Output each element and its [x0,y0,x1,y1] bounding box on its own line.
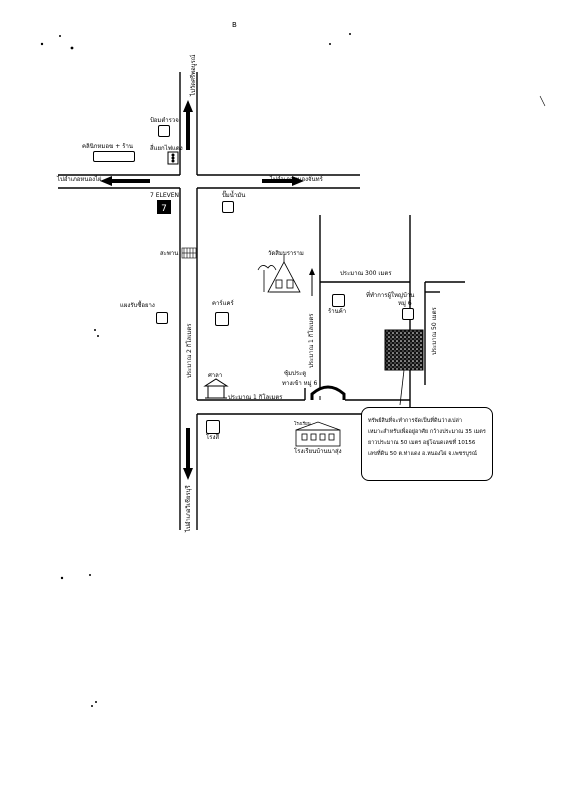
callout-line-1: ทรัพย์สินที่จะทำการจัดเป็นที่ดินว่างเปล่… [368,418,463,424]
traffic-light-icon [167,151,179,165]
clinic-box [93,151,135,162]
well-box [206,420,220,434]
gate-arch [310,385,346,400]
svg-text:7: 7 [161,204,167,214]
coop-box [215,312,229,326]
road-label-south: ไปอำเภอวิเชียรบุรี [185,485,192,532]
clinic-label: คลินิกหมอฆ + ร้าน [82,143,133,150]
shop-label: ร้านค้า [328,308,347,315]
well-label: โรงสี [206,434,220,441]
village-office-box [402,308,414,320]
road-label-north: ไปวัดศรีพอบูรณ์ [190,54,197,96]
bridge-icon [181,247,197,259]
seven-eleven-icon: 7 [157,200,171,214]
road-label-east: ไปอำเภอหนองจันทร์ [270,176,323,183]
bridge-label: สะพาน [160,250,179,257]
callout-line-3: ยาวประมาณ 50 เมตร อยู่โฉนดเลขที่ 10156 [368,440,476,446]
direction-arrows [100,100,426,480]
traffic-light-label: สี่แยกไฟแดง [150,145,183,152]
gas-station-label: ปั๊มน้ำมัน [222,192,246,199]
temple-label: วัดสิมบราราม [268,250,304,257]
road-label-west: ไปอำเภอหนองไผ่ [57,176,102,183]
village-no-label: หมู่ 6 [398,300,412,307]
gate-sub-label: ทางเข้า หมู่ 6 [282,380,318,387]
coop-label: คาร์แคร์ [212,300,234,307]
distance-1km-vertical: ประมาณ 1 กิโลเมตร [308,313,315,368]
sala-icon [203,378,229,399]
scan-specks [40,33,351,707]
rubber-shop-box [156,312,168,324]
gas-station-box [222,201,234,213]
gate-label: ซุ้มประตู [284,370,307,377]
property-callout: ทรัพย์สินที่จะทำการจัดเป็นที่ดินว่างเปล่… [361,407,493,481]
callout-line-2: เหมาะสำหรับเพื่ออยู่อาศัย กว้างประมาณ 35… [368,429,486,435]
seven-eleven-label: 7 ELEVEN [150,192,180,199]
distance-2km: ประมาณ 2 กิโลเมตร [186,323,193,378]
school-icon [295,421,341,447]
distance-1km-horizontal: ประมาณ 1 กิโลเมตร [228,394,283,401]
sala-label: ศาลา [208,372,223,379]
land-plot [384,329,424,371]
main-road [179,72,198,530]
distance-300m: ประมาณ 300 เมตร [340,270,392,277]
distance-50m: ประมาณ 50 เมตร [431,307,438,355]
temple-icon [257,254,301,293]
callout-line-4: เลขที่ดิน 50 ต.ท่าแดง อ.หนองไผ่ จ.เพชรบู… [368,451,477,457]
kiosk-box [158,125,170,137]
shop-box [332,294,345,307]
cross-road [58,174,360,189]
school-label: โรงเรียนบ้านนาสุ่ง [294,448,342,455]
page-mark: B [232,21,237,29]
kiosk-label: ป้อมตำรวจ [150,117,179,124]
village-office-label: ที่ทำการผู้ใหญ่บ้าน [366,292,415,299]
school-sign: โรงเรียน [294,422,311,427]
rubber-shop-label: แผงรับซื้อยาง [120,302,155,309]
